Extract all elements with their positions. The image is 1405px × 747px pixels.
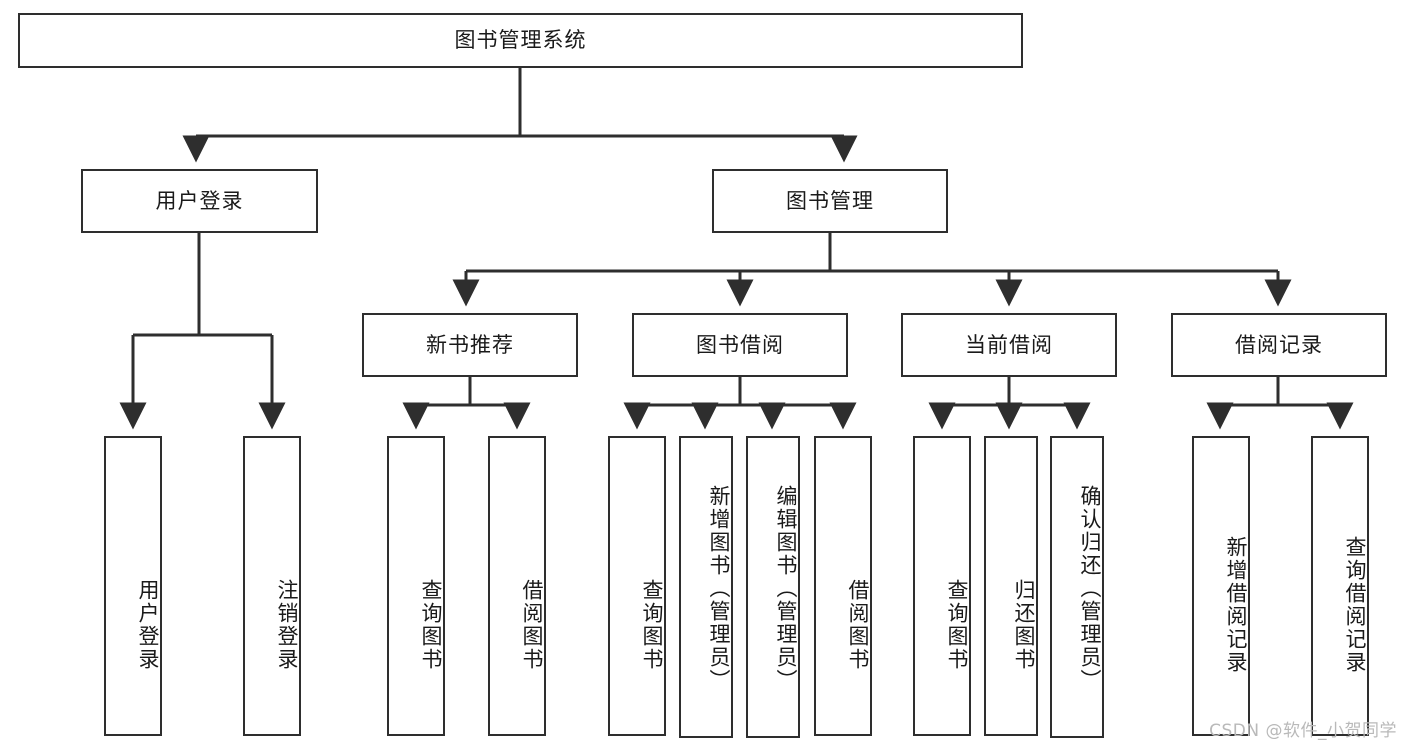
node-new-book-recommend-label: 新书推荐 [426, 332, 514, 357]
node-borrow-record[interactable]: 借阅记录 [1171, 313, 1387, 377]
node-user-login-label: 用户登录 [155, 188, 244, 213]
node-borrow-record-label: 借阅记录 [1235, 332, 1323, 357]
leaf-user-login-do[interactable]: 用户登录 [104, 436, 162, 736]
leaf-borrow-add-book[interactable]: 新增图书（管理员） [679, 436, 733, 738]
leaf-current-confirm-return[interactable]: 确认归还（管理员） [1050, 436, 1104, 738]
leaf-borrow-edit-book-label: 编辑图书（管理员） [774, 484, 798, 692]
leaf-current-return-book[interactable]: 归还图书 [984, 436, 1038, 736]
leaf-current-confirm-return-label: 确认归还（管理员） [1078, 484, 1102, 692]
leaf-user-logout[interactable]: 注销登录 [243, 436, 301, 736]
leaf-user-logout-label: 注销登录 [275, 579, 299, 671]
watermark-text: CSDN @软件_小贺同学 [1209, 721, 1397, 741]
node-book-borrow-label: 图书借阅 [696, 332, 784, 357]
leaf-recommend-query-book[interactable]: 查询图书 [387, 436, 445, 736]
leaf-current-return-book-label: 归还图书 [1012, 579, 1036, 671]
leaf-current-query-book[interactable]: 查询图书 [913, 436, 971, 736]
leaf-borrow-query-book[interactable]: 查询图书 [608, 436, 666, 736]
leaf-borrow-query-book-label: 查询图书 [640, 579, 664, 671]
leaf-recommend-query-book-label: 查询图书 [419, 579, 443, 671]
node-root-label: 图书管理系统 [454, 28, 587, 53]
node-current-borrow-label: 当前借阅 [965, 332, 1053, 357]
node-user-login[interactable]: 用户登录 [81, 169, 318, 233]
leaf-record-add[interactable]: 新增借阅记录 [1192, 436, 1250, 736]
leaf-borrow-borrow-book-label: 借阅图书 [846, 579, 870, 671]
node-book-borrow[interactable]: 图书借阅 [632, 313, 848, 377]
leaf-record-add-label: 新增借阅记录 [1224, 536, 1248, 674]
node-book-management[interactable]: 图书管理 [712, 169, 948, 233]
leaf-user-login-do-label: 用户登录 [136, 579, 160, 671]
node-root[interactable]: 图书管理系统 [18, 13, 1023, 68]
leaf-record-query-label: 查询借阅记录 [1343, 536, 1367, 674]
leaf-current-query-book-label: 查询图书 [945, 579, 969, 671]
leaf-record-query[interactable]: 查询借阅记录 [1311, 436, 1369, 736]
leaf-borrow-borrow-book[interactable]: 借阅图书 [814, 436, 872, 736]
leaf-borrow-edit-book[interactable]: 编辑图书（管理员） [746, 436, 800, 738]
leaf-borrow-add-book-label: 新增图书（管理员） [707, 484, 731, 692]
node-new-book-recommend[interactable]: 新书推荐 [362, 313, 578, 377]
node-current-borrow[interactable]: 当前借阅 [901, 313, 1117, 377]
leaf-recommend-borrow-book[interactable]: 借阅图书 [488, 436, 546, 736]
leaf-recommend-borrow-book-label: 借阅图书 [520, 579, 544, 671]
node-book-management-label: 图书管理 [786, 188, 874, 213]
